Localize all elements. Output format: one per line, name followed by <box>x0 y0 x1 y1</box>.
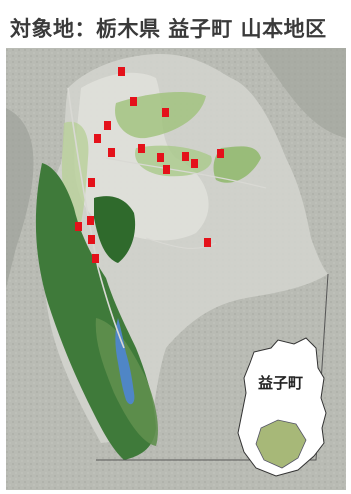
leader-line <box>96 273 329 461</box>
marker <box>182 152 189 161</box>
marker <box>75 222 82 231</box>
inset-highlight-area <box>255 419 307 469</box>
farmland-east <box>213 146 261 183</box>
marker <box>88 178 95 187</box>
road-east <box>105 157 267 189</box>
inset-label: 益子町 <box>258 374 304 392</box>
map-svg <box>6 48 346 490</box>
marker <box>104 121 111 130</box>
marker <box>138 144 145 153</box>
marker-group <box>75 67 224 263</box>
inset-map <box>237 337 327 477</box>
marker <box>191 159 198 168</box>
marker <box>162 108 169 117</box>
marker <box>217 149 224 158</box>
marker <box>88 235 95 244</box>
marker <box>163 165 170 174</box>
terrain-dark-2 <box>256 48 346 138</box>
marker <box>204 238 211 247</box>
marker <box>157 153 164 162</box>
marker <box>94 134 101 143</box>
marker <box>118 67 125 76</box>
marker <box>130 97 137 106</box>
farmland-central <box>135 145 212 177</box>
forest-central <box>94 196 136 263</box>
map-area <box>6 48 346 490</box>
farmland-north <box>115 92 206 139</box>
map-title: 対象地：栃木県 益子町 山本地区 <box>10 16 327 41</box>
terrain-dark-1 <box>6 108 34 288</box>
marker <box>87 216 94 225</box>
marker <box>92 254 99 263</box>
marker <box>108 148 115 157</box>
